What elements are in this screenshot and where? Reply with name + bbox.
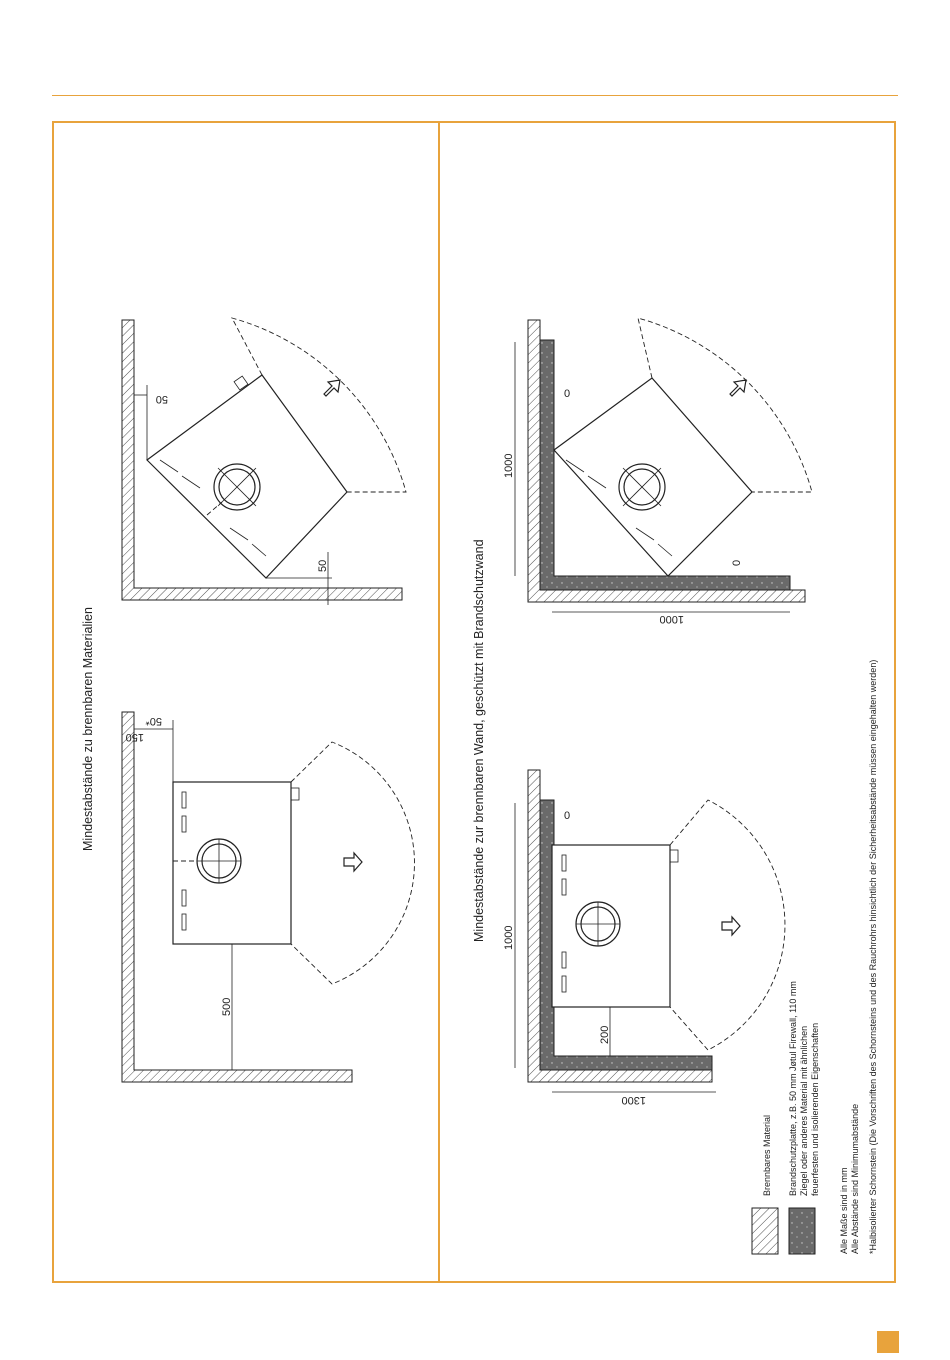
front-arrow-icon-corner-right	[729, 379, 747, 397]
front-arrow-icon-right	[721, 915, 741, 937]
dim-firewall-side-0: 0	[731, 560, 743, 566]
section-divider	[438, 121, 440, 1283]
left-straight-installation: 150 50* 500	[121, 711, 415, 1083]
stove-handle	[290, 787, 300, 801]
combustible-wall-corner	[121, 319, 403, 601]
dim-side-150: 150	[126, 731, 144, 743]
left-section-title: Mindestabstände zu brennbaren Materialie…	[81, 607, 95, 851]
dim-straight-front-200: 200	[599, 1026, 611, 1044]
dim-firewall-length-1000-a: 1000	[503, 454, 515, 478]
firewall-straight	[539, 799, 713, 1071]
right-straight-installation: 0 1000 200 1300	[503, 769, 786, 1106]
legend-swatch-combustible	[751, 1207, 779, 1255]
combustible-wall	[121, 711, 353, 1083]
note-units: Alle Maße sind in mm	[839, 1167, 849, 1254]
dim-straight-wall-1000: 1000	[503, 926, 515, 950]
legend-firewall-line-3: feuerfesten und isolierenden Eigenschaft…	[810, 1023, 820, 1196]
right-corner-installation: 0 0 1000 1000	[503, 317, 813, 625]
stove-body-right	[551, 844, 671, 1008]
combustible-wall-corner-right	[527, 319, 806, 603]
legend-firewall-line-2: Ziegel oder anderes Material mit ähnlich…	[799, 1026, 809, 1196]
note-minimum: Alle Abstände sind Minimumabstände	[850, 1104, 860, 1254]
header-rule	[52, 95, 898, 96]
legend: Brennbares Material Brandschutzplatte, z…	[751, 660, 878, 1255]
stove-body-corner-right	[553, 377, 753, 577]
front-arrow-icon-corner	[323, 379, 341, 397]
stove-body	[172, 781, 292, 945]
page-corner-marker	[877, 1331, 899, 1353]
left-corner-installation: 50 50	[121, 317, 407, 605]
diagram-frame	[52, 121, 896, 1283]
dim-straight-width-1300: 1300	[622, 1094, 646, 1106]
right-section-title: Mindestabstände zur brennbaren Wand, ges…	[472, 539, 486, 942]
dim-corner-side-50: 50	[317, 560, 329, 572]
dim-firewall-length-1000-b: 1000	[660, 613, 684, 625]
dim-firewall-rear-0: 0	[564, 388, 570, 400]
door-swing-arc-corner-right	[637, 317, 813, 493]
door-swing-arc-right	[669, 799, 786, 1051]
dim-front-500: 500	[221, 998, 233, 1016]
flue-outlet-corner-outer	[213, 463, 261, 511]
legend-swatch-firewall	[788, 1207, 816, 1255]
firewall-corner	[539, 339, 791, 591]
door-swing-arc-corner	[231, 317, 407, 493]
dim-straight-rear-0: 0	[564, 810, 570, 822]
note-chimney: *Halbisolierter Schornstein (Die Vorschr…	[868, 660, 878, 1254]
legend-firewall-line-1: Brandschutzplatte, z.B. 50 mm Jøtul Fire…	[788, 981, 798, 1196]
door-swing-arc	[290, 741, 415, 985]
front-arrow-icon	[343, 851, 363, 873]
legend-combustible-label: Brennbares Material	[762, 1115, 772, 1196]
dim-corner-rear-50: 50	[156, 393, 168, 405]
dim-rear-50: 50*	[145, 715, 162, 727]
